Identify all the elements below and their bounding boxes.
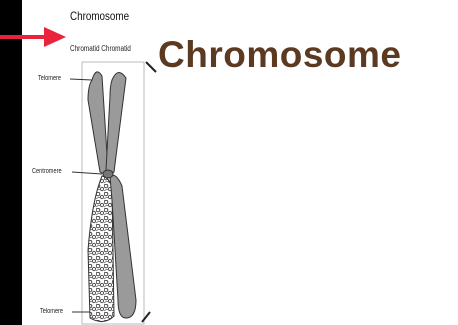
left-chromatid-lower bbox=[88, 176, 114, 322]
corner-mark-top bbox=[146, 62, 156, 72]
left-chromatid-upper bbox=[88, 72, 108, 174]
label-telomere-top: Telomere bbox=[38, 75, 61, 82]
label-centromere: Centromere bbox=[32, 168, 62, 175]
right-chromatid-upper bbox=[106, 72, 126, 174]
label-telomere-bottom: Telomere bbox=[40, 308, 63, 315]
centromere-knot bbox=[103, 170, 113, 178]
telomere-top-leader bbox=[70, 79, 92, 80]
centromere-leader bbox=[72, 172, 102, 174]
corner-mark-bottom bbox=[142, 312, 150, 322]
